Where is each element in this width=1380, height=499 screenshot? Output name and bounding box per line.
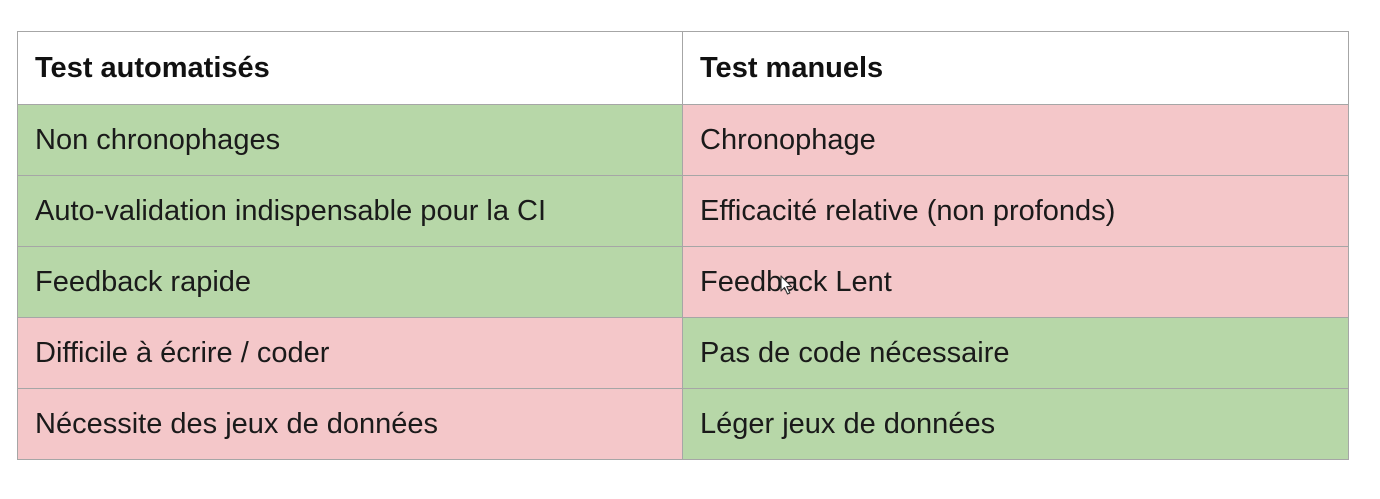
- table-cell-automated: Feedback rapide: [17, 246, 683, 318]
- table-cell-automated: Nécessite des jeux de données: [17, 388, 683, 460]
- table-cell-automated: Auto-validation indispensable pour la CI: [17, 175, 683, 247]
- header-automated-tests: Test automatisés: [17, 31, 683, 105]
- table-cell-automated: Non chronophages: [17, 104, 683, 176]
- table-cell-manual: Efficacité relative (non profonds): [682, 175, 1349, 247]
- table-row: Feedback rapide Feedback Lent: [17, 246, 1349, 318]
- table-cell-manual: Feedback Lent: [682, 246, 1349, 318]
- table-row: Non chronophages Chronophage: [17, 104, 1349, 176]
- table-cell-manual: Chronophage: [682, 104, 1349, 176]
- header-row: Test automatisés Test manuels: [17, 31, 1349, 105]
- table-row: Auto-validation indispensable pour la CI…: [17, 175, 1349, 247]
- table-cell-manual: Pas de code nécessaire: [682, 317, 1349, 389]
- table-cell-manual: Léger jeux de données: [682, 388, 1349, 460]
- table-row: Difficile à écrire / coder Pas de code n…: [17, 317, 1349, 389]
- header-manual-tests: Test manuels: [682, 31, 1349, 105]
- table-cell-automated: Difficile à écrire / coder: [17, 317, 683, 389]
- table-row: Nécessite des jeux de données Léger jeux…: [17, 388, 1349, 460]
- comparison-table: Test automatisés Test manuels Non chrono…: [17, 31, 1349, 460]
